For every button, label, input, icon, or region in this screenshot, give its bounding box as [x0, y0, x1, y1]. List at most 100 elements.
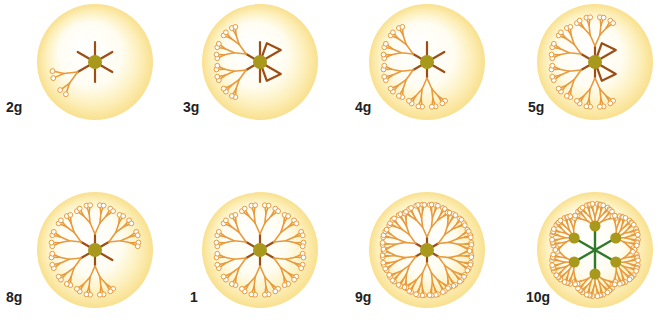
branch-line	[581, 279, 588, 281]
terminal-group	[229, 282, 234, 287]
dendrimer-sphere	[369, 4, 485, 120]
branch-line	[401, 53, 413, 54]
branch-line	[452, 271, 457, 277]
dendrimer-sphere	[202, 4, 318, 120]
terminal-group	[611, 21, 616, 26]
branch-line	[438, 216, 444, 220]
branch-line	[616, 222, 619, 229]
branch-line	[95, 266, 100, 277]
branch-line	[600, 28, 607, 35]
branch-line	[286, 241, 296, 243]
terminal-group	[135, 233, 140, 238]
terminal-group	[422, 202, 427, 207]
terminal-group	[64, 282, 69, 287]
branch-line	[225, 257, 235, 259]
branch-line	[584, 89, 591, 96]
terminal-group	[553, 248, 558, 253]
terminal-group	[414, 292, 419, 297]
branch-line	[64, 72, 78, 73]
branch-line	[602, 219, 609, 221]
terminal-group	[221, 274, 226, 279]
generation-label: 2g	[6, 100, 22, 114]
terminal-group	[409, 206, 414, 211]
terminal-group	[273, 289, 278, 294]
branch-line	[559, 267, 566, 269]
branch-line	[574, 222, 576, 229]
terminal-group	[468, 235, 473, 240]
branch-line	[121, 237, 130, 241]
branch-line	[74, 258, 81, 268]
branch-line	[566, 80, 574, 86]
branch-line	[281, 268, 284, 277]
terminal-group	[551, 41, 556, 46]
branch-line	[421, 218, 424, 227]
branch-line	[560, 49, 569, 53]
branch-line	[422, 78, 427, 89]
terminal-group	[229, 94, 234, 99]
terminal-group	[223, 218, 228, 223]
branch-line	[286, 237, 295, 241]
terminal-group	[550, 63, 555, 68]
branch-line	[265, 277, 266, 287]
core-ball	[253, 243, 267, 257]
terminal-group	[300, 244, 305, 249]
branch-line	[69, 258, 81, 259]
branch-line	[445, 229, 452, 234]
branch-line	[234, 53, 246, 54]
branch-line	[239, 258, 246, 268]
branch-line	[558, 235, 565, 237]
terminal-group	[214, 52, 219, 57]
terminal-group	[573, 282, 578, 287]
terminal-group	[56, 274, 61, 279]
terminal-group	[382, 63, 387, 68]
terminal-group	[595, 294, 600, 299]
branch-line	[100, 216, 107, 223]
branch-line	[560, 69, 570, 71]
terminal-group	[58, 218, 63, 223]
terminal-group	[457, 279, 462, 284]
branch-line	[427, 78, 432, 89]
branch-line	[586, 282, 591, 287]
branch-line	[574, 44, 581, 54]
dendrimer-sphere	[37, 4, 153, 120]
branch-line	[621, 270, 623, 277]
terminal-group	[49, 240, 54, 245]
branch-line	[398, 80, 406, 86]
terminal-group	[416, 104, 421, 109]
branch-line	[457, 261, 463, 266]
terminal-group	[382, 74, 387, 79]
generation-label: 3g	[183, 100, 199, 114]
branch-line	[236, 35, 239, 44]
branch-line	[392, 53, 402, 55]
core-ball	[88, 243, 102, 257]
terminal-group	[390, 30, 395, 35]
terminal-group	[50, 69, 55, 74]
dendrimer	[37, 4, 153, 120]
branch-line	[423, 263, 427, 273]
terminal-group	[590, 201, 595, 206]
branch-line	[389, 244, 396, 247]
branch-line	[419, 211, 421, 218]
branch-line	[560, 53, 570, 55]
terminal-group	[573, 282, 578, 287]
terminal-group	[50, 251, 55, 256]
branch-line	[561, 228, 566, 233]
terminal-group	[435, 203, 440, 208]
branch-line	[254, 213, 255, 223]
branch-line	[602, 279, 607, 285]
terminal-group	[381, 260, 386, 265]
dendrimer-sphere	[537, 4, 653, 120]
branch-line	[583, 215, 588, 221]
terminal-group	[214, 240, 219, 245]
dendrimer	[202, 192, 318, 308]
core-ball	[420, 55, 434, 69]
terminal-group	[292, 277, 297, 282]
terminal-group	[253, 203, 258, 208]
branch-line	[432, 211, 434, 218]
core-ball	[420, 243, 434, 257]
branch-line	[74, 232, 81, 242]
terminal-group	[266, 203, 271, 208]
branch-line	[274, 258, 281, 268]
branch-line	[564, 270, 569, 275]
branch-line	[255, 223, 260, 234]
